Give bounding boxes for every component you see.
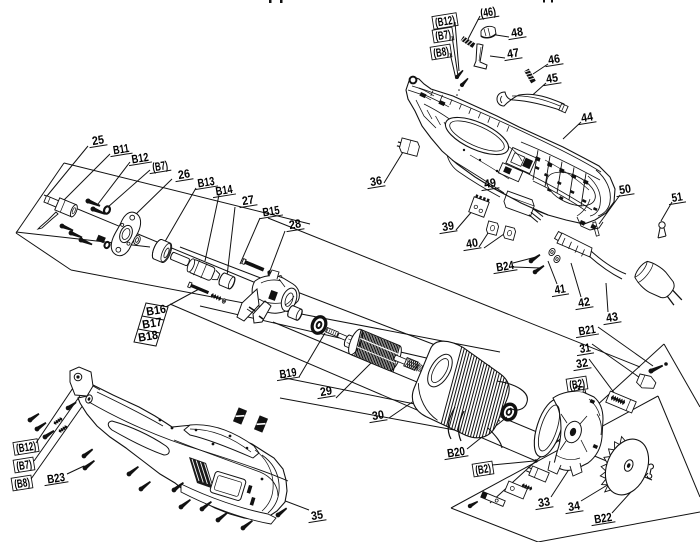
svg-text:26: 26 — [177, 168, 191, 182]
svg-text:(B8): (B8) — [13, 476, 31, 492]
svg-text:B15: B15 — [262, 204, 281, 219]
svg-text:45: 45 — [545, 72, 559, 86]
svg-text:43: 43 — [605, 311, 619, 325]
svg-text:B14: B14 — [215, 183, 234, 198]
svg-text:28: 28 — [288, 218, 302, 232]
svg-text:31: 31 — [579, 342, 592, 356]
svg-text:42: 42 — [577, 296, 591, 310]
svg-text:(B2): (B2) — [474, 462, 492, 478]
svg-text:35: 35 — [310, 509, 324, 523]
svg-text:25: 25 — [91, 134, 105, 148]
svg-text:30: 30 — [371, 409, 385, 423]
svg-text:33: 33 — [537, 496, 551, 510]
svg-text:B16: B16 — [145, 303, 167, 319]
svg-text:51: 51 — [671, 191, 684, 205]
svg-text:29: 29 — [319, 385, 333, 399]
svg-text:B17: B17 — [141, 316, 163, 332]
svg-text:(B7): (B7) — [434, 28, 452, 44]
svg-text:39: 39 — [441, 220, 455, 234]
svg-text:46: 46 — [547, 53, 561, 67]
svg-text:(B12): (B12) — [434, 14, 456, 30]
svg-text:49: 49 — [483, 177, 497, 191]
svg-text:B18: B18 — [137, 329, 159, 345]
svg-text:27: 27 — [241, 194, 255, 208]
svg-text:(B2): (B2) — [568, 377, 586, 393]
svg-text:B21: B21 — [578, 323, 597, 338]
svg-text:(B8): (B8) — [432, 45, 450, 61]
svg-text:48: 48 — [510, 26, 524, 40]
svg-text:36: 36 — [369, 175, 383, 189]
svg-text:50: 50 — [618, 183, 632, 197]
svg-text:40: 40 — [465, 237, 479, 251]
svg-text:(B12): (B12) — [15, 440, 37, 456]
svg-text:47: 47 — [506, 47, 520, 61]
svg-text:41: 41 — [554, 283, 567, 297]
svg-text:32: 32 — [575, 357, 589, 371]
svg-text:(B7): (B7) — [15, 458, 33, 474]
svg-text:34: 34 — [567, 500, 581, 514]
svg-text:44: 44 — [580, 111, 594, 125]
